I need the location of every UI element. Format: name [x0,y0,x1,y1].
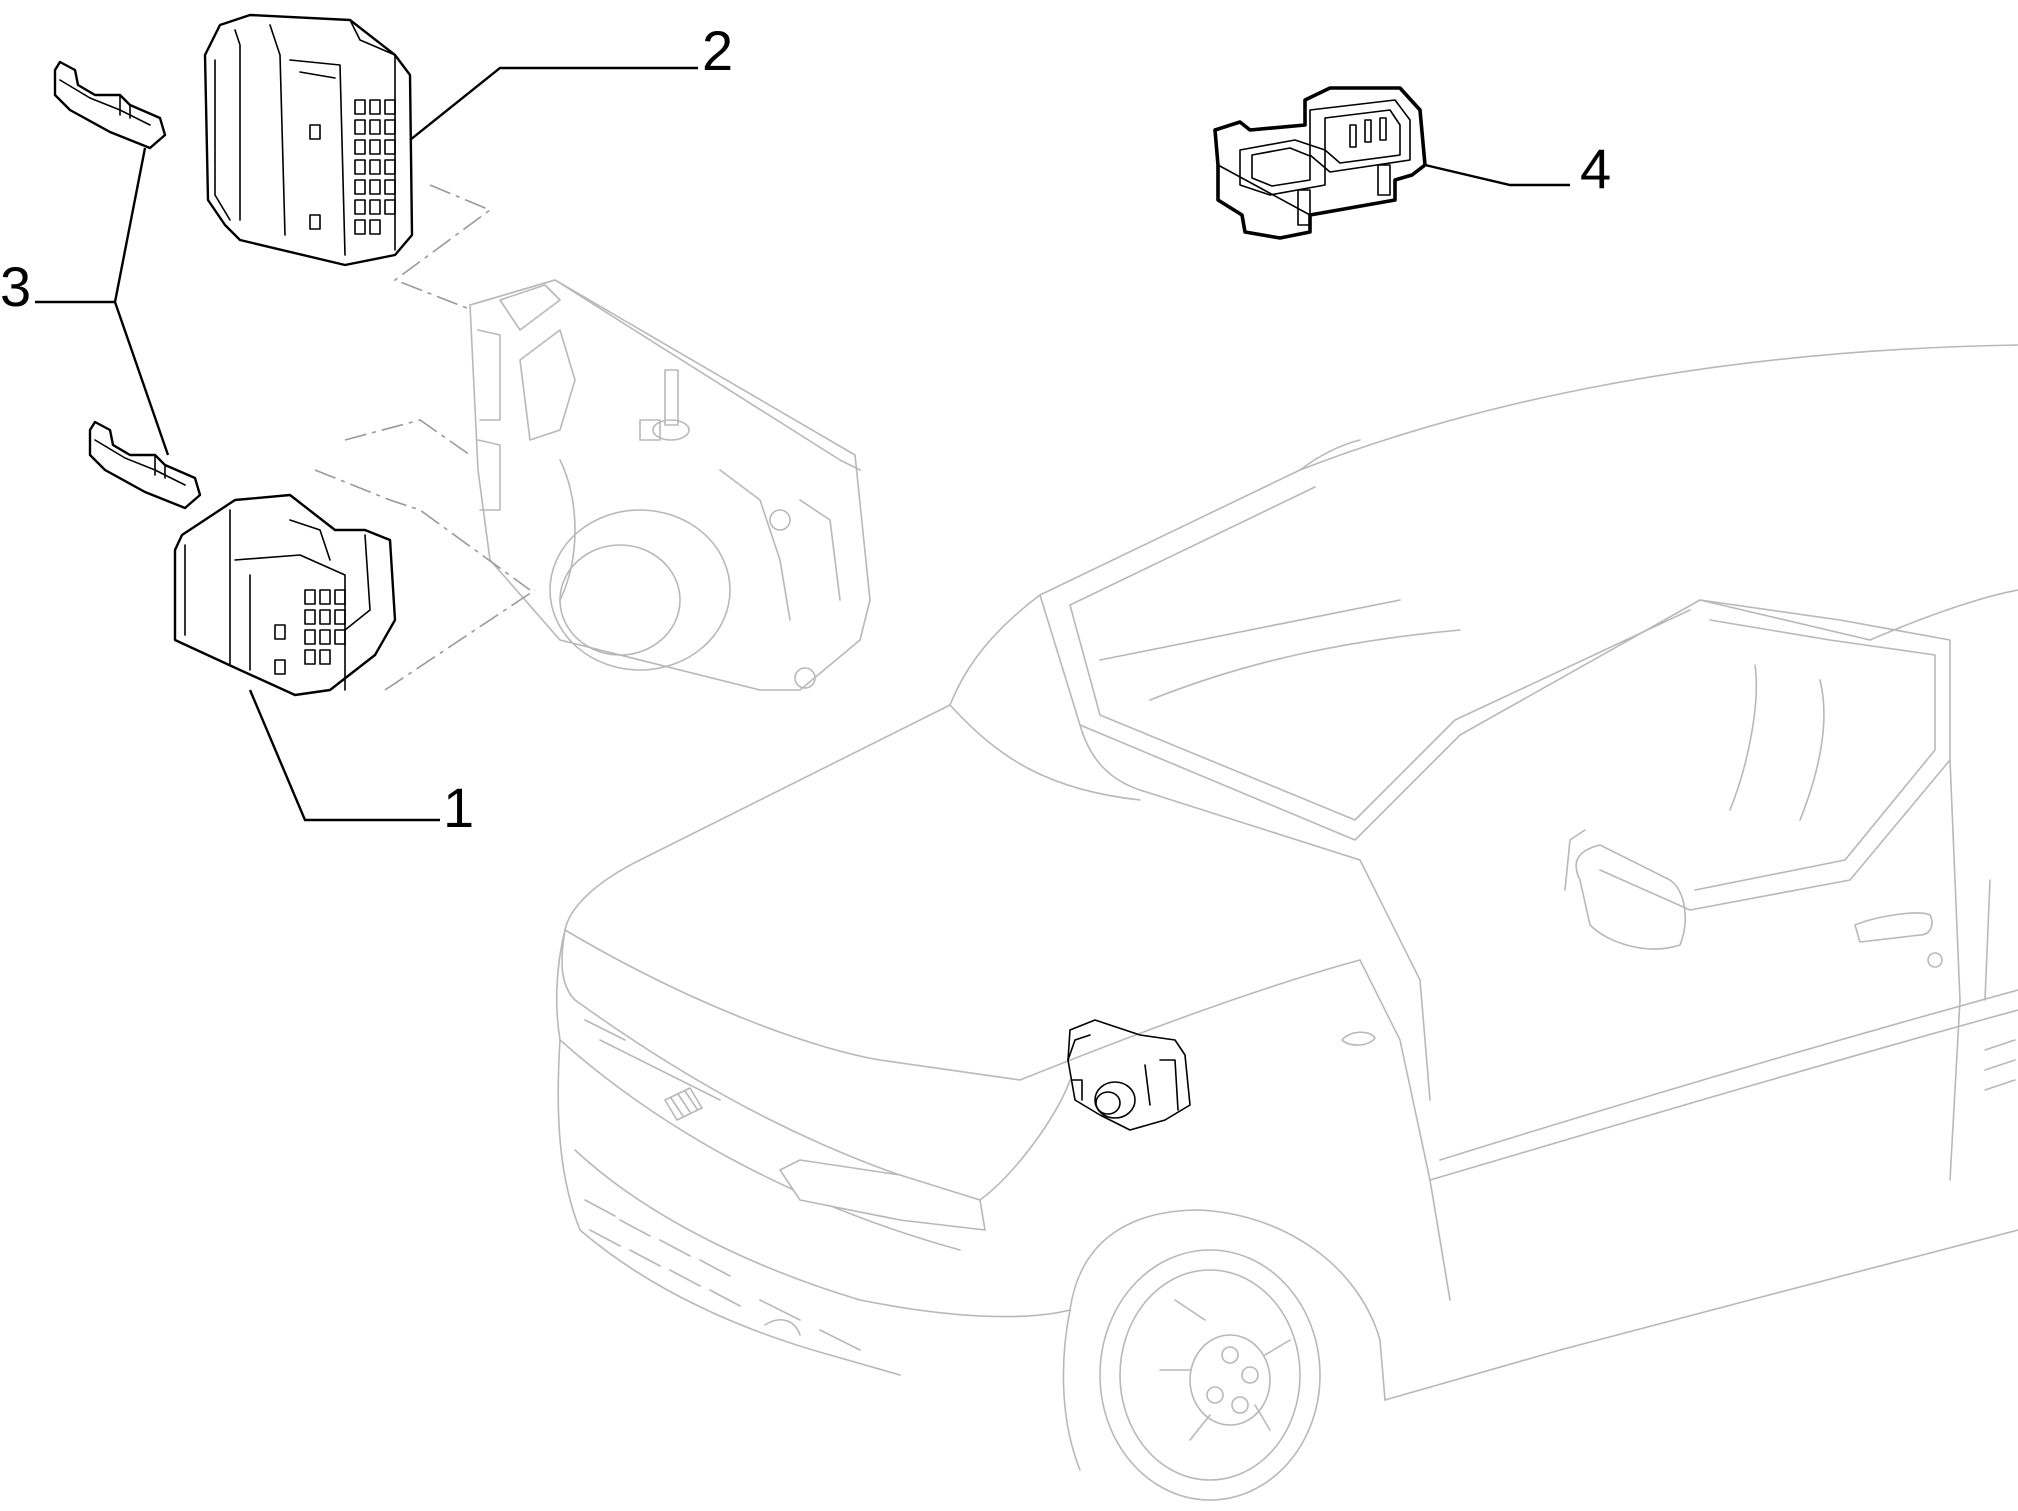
terminal-part-3-upper [53,60,167,150]
leader-3 [35,147,170,456]
connector-part-1 [173,493,397,697]
leader-2 [409,66,698,141]
callout-number-3: 3 [0,255,31,318]
leader-1 [248,689,440,822]
leader-4 [1424,163,1570,187]
connector-part-4 [1213,86,1427,240]
connector-part-2 [203,13,414,267]
control-unit-housing [314,184,871,691]
car-outline [555,344,2018,1501]
callout-number-2: 2 [702,19,733,82]
callout-number-1: 1 [443,776,474,839]
callout-leaders [35,66,1570,822]
control-unit-on-car [1067,1019,1191,1131]
callout-number-4: 4 [1580,137,1611,200]
terminal-part-3-lower [88,420,202,510]
